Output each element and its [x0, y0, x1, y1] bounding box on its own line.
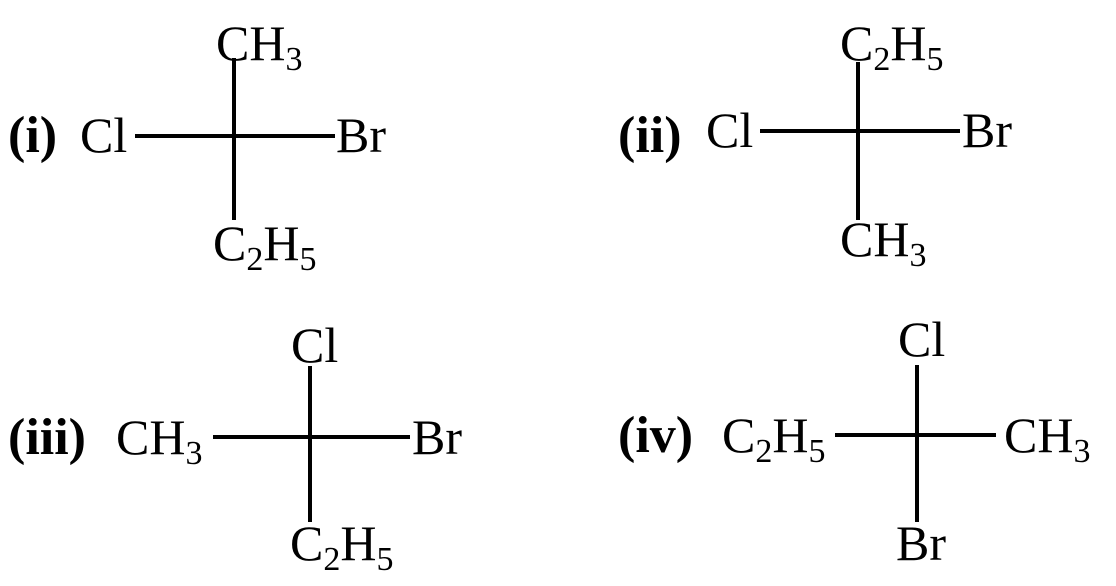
top-group: Cl — [898, 311, 945, 367]
right-group: CH3 — [1004, 407, 1090, 470]
bottom-group: Br — [896, 515, 946, 571]
bottom-group: CH3 — [840, 211, 926, 274]
structure-label: (iv) — [618, 407, 693, 464]
structure-label: (iii) — [8, 409, 86, 466]
structure-label: (i) — [8, 107, 57, 164]
bottom-group: C2H5 — [213, 215, 316, 278]
left-group: CH3 — [116, 409, 202, 472]
left-group: C2H5 — [722, 407, 825, 470]
left-group: Cl — [80, 107, 127, 163]
bottom-group: C2H5 — [290, 515, 393, 578]
right-group: Br — [412, 409, 462, 465]
top-group: Cl — [291, 317, 338, 373]
top-group: CH3 — [216, 15, 302, 78]
top-group: C2H5 — [840, 15, 943, 78]
structure-iv: (iv) Cl C2H5 CH3 Br — [618, 311, 1090, 571]
right-group: Br — [336, 107, 386, 163]
structure-ii: (ii) C2H5 Cl Br CH3 — [618, 15, 1012, 274]
right-group: Br — [962, 102, 1012, 158]
structure-label: (ii) — [618, 107, 682, 164]
structure-i: (i) CH3 Cl Br C2H5 — [8, 15, 386, 278]
structure-iii: (iii) Cl CH3 Br C2H5 — [8, 317, 462, 578]
left-group: Cl — [706, 102, 753, 158]
